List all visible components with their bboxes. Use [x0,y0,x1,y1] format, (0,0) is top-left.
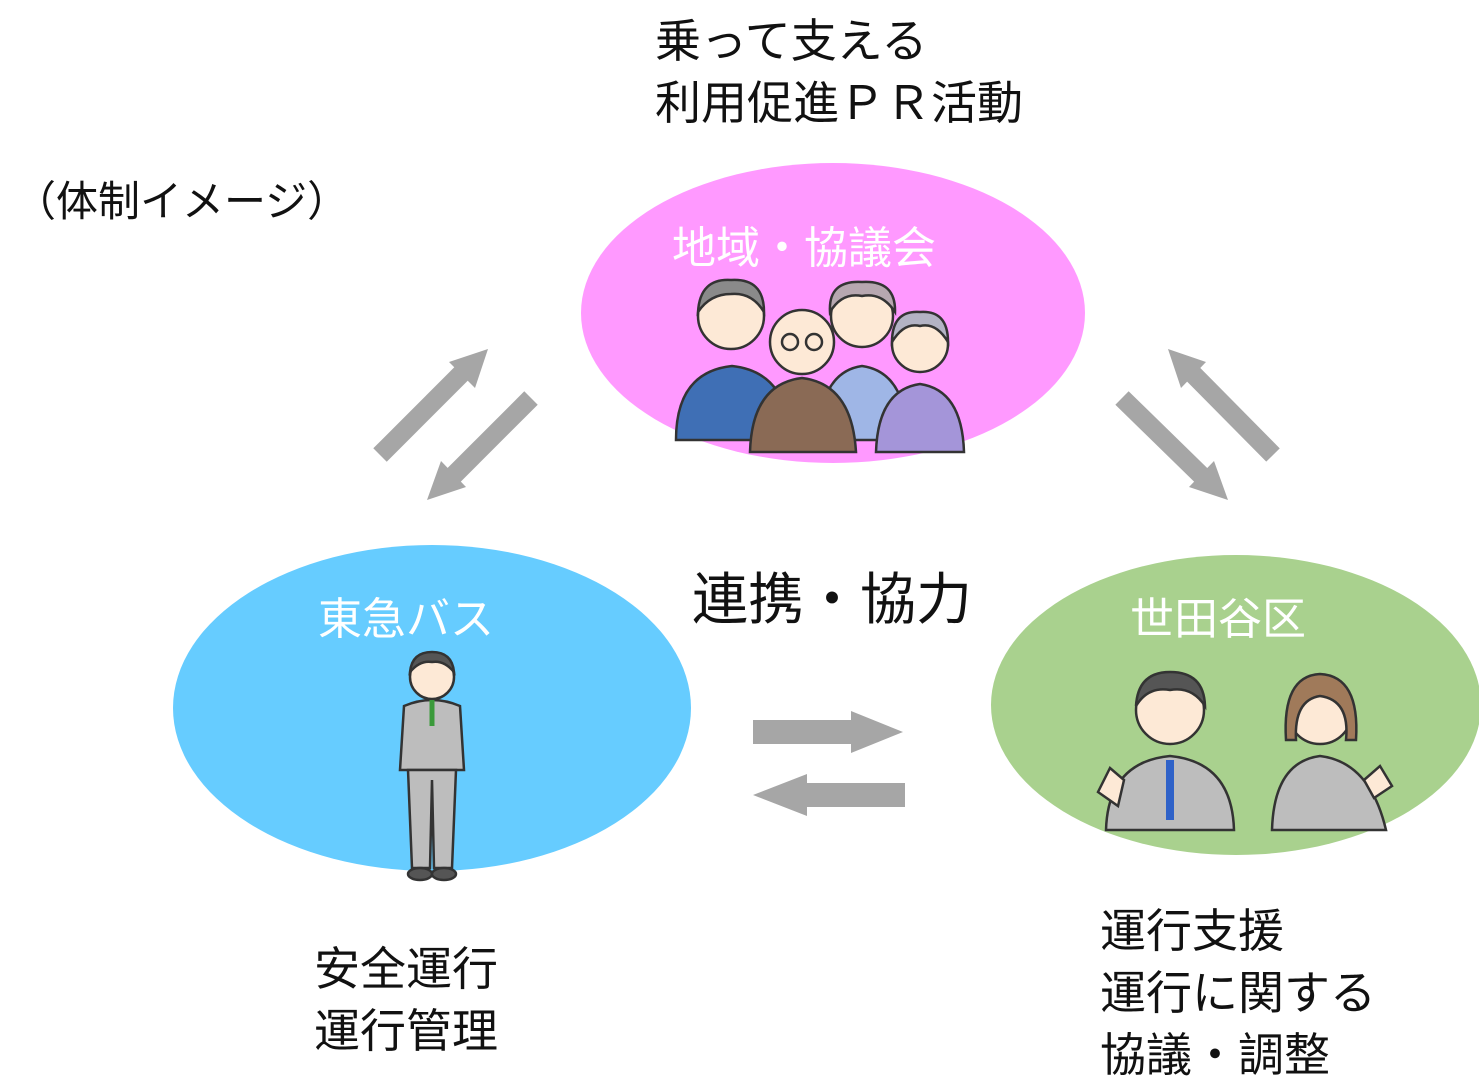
ward-officials-pair-icon [1096,670,1394,832]
community-caption-line: 利用促進ＰＲ活動 [655,76,1023,130]
setagaya-caption-line: 運行支援 [1100,904,1284,958]
setagaya-label: 世田谷区 [1130,594,1306,645]
setagaya-caption-line: 運行に関する [1100,966,1376,1020]
arrow-community-to-tokyu [427,391,538,500]
tokyu-bus-caption-line: 運行管理 [314,1004,498,1058]
cooperation-label: 連携・協力 [692,568,972,633]
setagaya-caption: 運行支援 運行に関する 協議・調整 [1100,900,1376,1086]
arrow-tokyu-to-community [373,349,488,462]
community-caption: 乗って支える 利用促進ＰＲ活動 [655,10,1023,134]
setagaya-caption-line: 協議・調整 [1100,1028,1330,1082]
community-label: 地域・協議会 [672,223,936,274]
arrow-community-to-setagaya [1115,391,1228,500]
frame-label: （体制イメージ） [14,177,350,226]
arrow-tokyu-to-setagaya [753,711,903,753]
arrow-setagaya-to-tokyu [753,774,905,816]
elderly-residents-group-icon [674,278,966,454]
bus-staff-man-icon [398,650,466,882]
tokyu-bus-caption: 安全運行 運行管理 [314,938,498,1062]
tokyu-bus-caption-line: 安全運行 [314,942,498,996]
arrow-setagaya-to-community [1168,349,1280,462]
tokyu-bus-label: 東急バス [318,594,494,645]
community-caption-line: 乗って支える [655,14,928,68]
